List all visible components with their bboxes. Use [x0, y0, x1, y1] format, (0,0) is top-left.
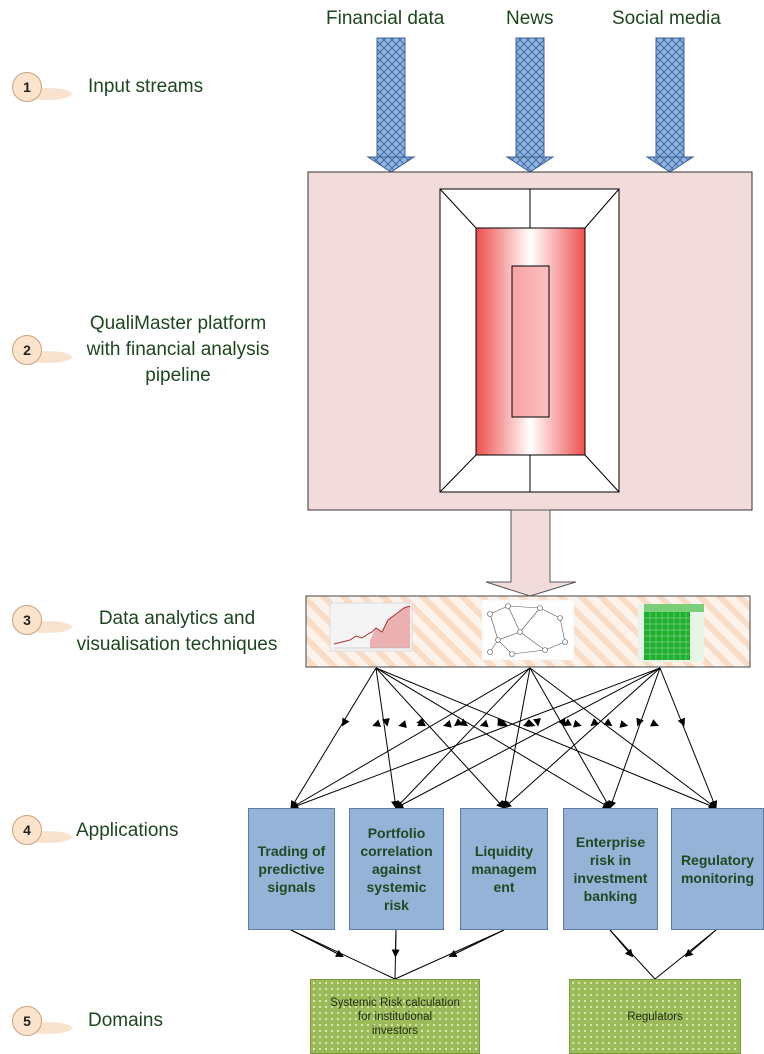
- input-label-social-media: Social media: [612, 8, 721, 29]
- step-label-domains: Domains: [88, 1010, 163, 1031]
- connector-arrow: [290, 929, 396, 980]
- connector-arrow: [636, 717, 644, 727]
- connector-arrow: [416, 717, 425, 727]
- connector-arrow: [443, 719, 452, 728]
- step-2: 2: [12, 335, 42, 365]
- heatmap-grid-thumbnail-icon: [638, 604, 704, 662]
- connector-arrow: [394, 929, 397, 980]
- connector-arrow: [290, 667, 661, 810]
- connector-arrow: [659, 667, 718, 809]
- stream-arrow-financial: [366, 37, 416, 173]
- connector-arrow: [395, 667, 661, 809]
- connector-arrow: [395, 667, 531, 809]
- connector-arrow: [479, 719, 489, 728]
- connector-arrow: [372, 719, 382, 727]
- connector-arrow: [654, 929, 717, 980]
- stream-arrow-news: [505, 37, 555, 173]
- platform-output-arrow: [485, 509, 577, 597]
- connector-arrow: [526, 719, 536, 727]
- connector-arrow: [341, 717, 350, 727]
- connector-arrow: [375, 667, 399, 809]
- connector-arrow: [619, 720, 629, 728]
- connector-arrow: [290, 667, 377, 809]
- connector-arrow: [501, 667, 531, 809]
- connector-arrow: [503, 667, 661, 809]
- application-liquidity-management: Liquidity managem ent: [460, 808, 548, 930]
- application-enterprise-risk: Enterprise risk in investment banking: [563, 808, 658, 930]
- connector-arrow: [563, 718, 573, 727]
- step-number-badge: 5: [12, 1006, 42, 1036]
- step-number-badge: 3: [12, 605, 42, 635]
- connector-arrow: [290, 667, 531, 809]
- connector-arrow: [394, 929, 505, 980]
- connector-arrow: [677, 717, 686, 727]
- step-label-analytics: Data analytics and visualisation techniq…: [76, 608, 278, 655]
- connector-arrow: [499, 719, 509, 727]
- connector-arrow: [417, 718, 427, 727]
- connector-arrow: [603, 718, 613, 727]
- connector-arrow: [375, 667, 505, 809]
- connector-arrow: [497, 717, 505, 727]
- platform-core: [439, 188, 620, 493]
- application-portfolio-correlation: Portfolio correlation against systemic r…: [349, 808, 444, 930]
- connector-arrow: [608, 667, 661, 809]
- step-3: 3: [12, 605, 42, 635]
- connector-arrow: [398, 720, 407, 728]
- connector-arrow: [375, 667, 717, 810]
- connector-arrow: [572, 719, 582, 728]
- domain-regulators: Regulators: [569, 979, 741, 1054]
- application-trading-signals: Trading of predictive signals: [248, 808, 335, 930]
- step-number-badge: 1: [12, 72, 42, 102]
- connector-arrow: [590, 718, 600, 727]
- application-regulatory-monitoring: Regulatory monitoring: [671, 808, 764, 930]
- connector-arrow: [375, 667, 611, 809]
- step-label-platform: QualiMaster platform with financial anal…: [86, 313, 270, 386]
- step-label-input-streams: Input streams: [88, 76, 204, 97]
- step-number-badge: 2: [12, 335, 42, 365]
- step-1: 1: [12, 72, 42, 102]
- step-number-badge: 4: [12, 815, 42, 845]
- input-label-financial-data: Financial data: [326, 8, 445, 29]
- connector-arrow: [649, 719, 659, 727]
- connector-arrows: [290, 667, 718, 980]
- connector-arrow: [454, 718, 463, 727]
- connector-arrow: [529, 667, 717, 809]
- input-label-news: News: [506, 8, 554, 29]
- step-5: 5: [12, 1006, 42, 1036]
- connector-arrow: [523, 719, 533, 727]
- step-4: 4: [12, 815, 42, 845]
- connector-arrow: [459, 718, 469, 727]
- stream-arrow-social: [645, 37, 695, 173]
- step-label-applications: Applications: [76, 820, 179, 841]
- domain-systemic-risk: Systemic Risk calculation for institutio…: [310, 979, 480, 1054]
- line-chart-thumbnail-icon: [329, 602, 413, 652]
- connector-arrow: [529, 667, 611, 809]
- network-graph-thumbnail-icon: [481, 599, 575, 661]
- connector-arrow: [609, 929, 656, 980]
